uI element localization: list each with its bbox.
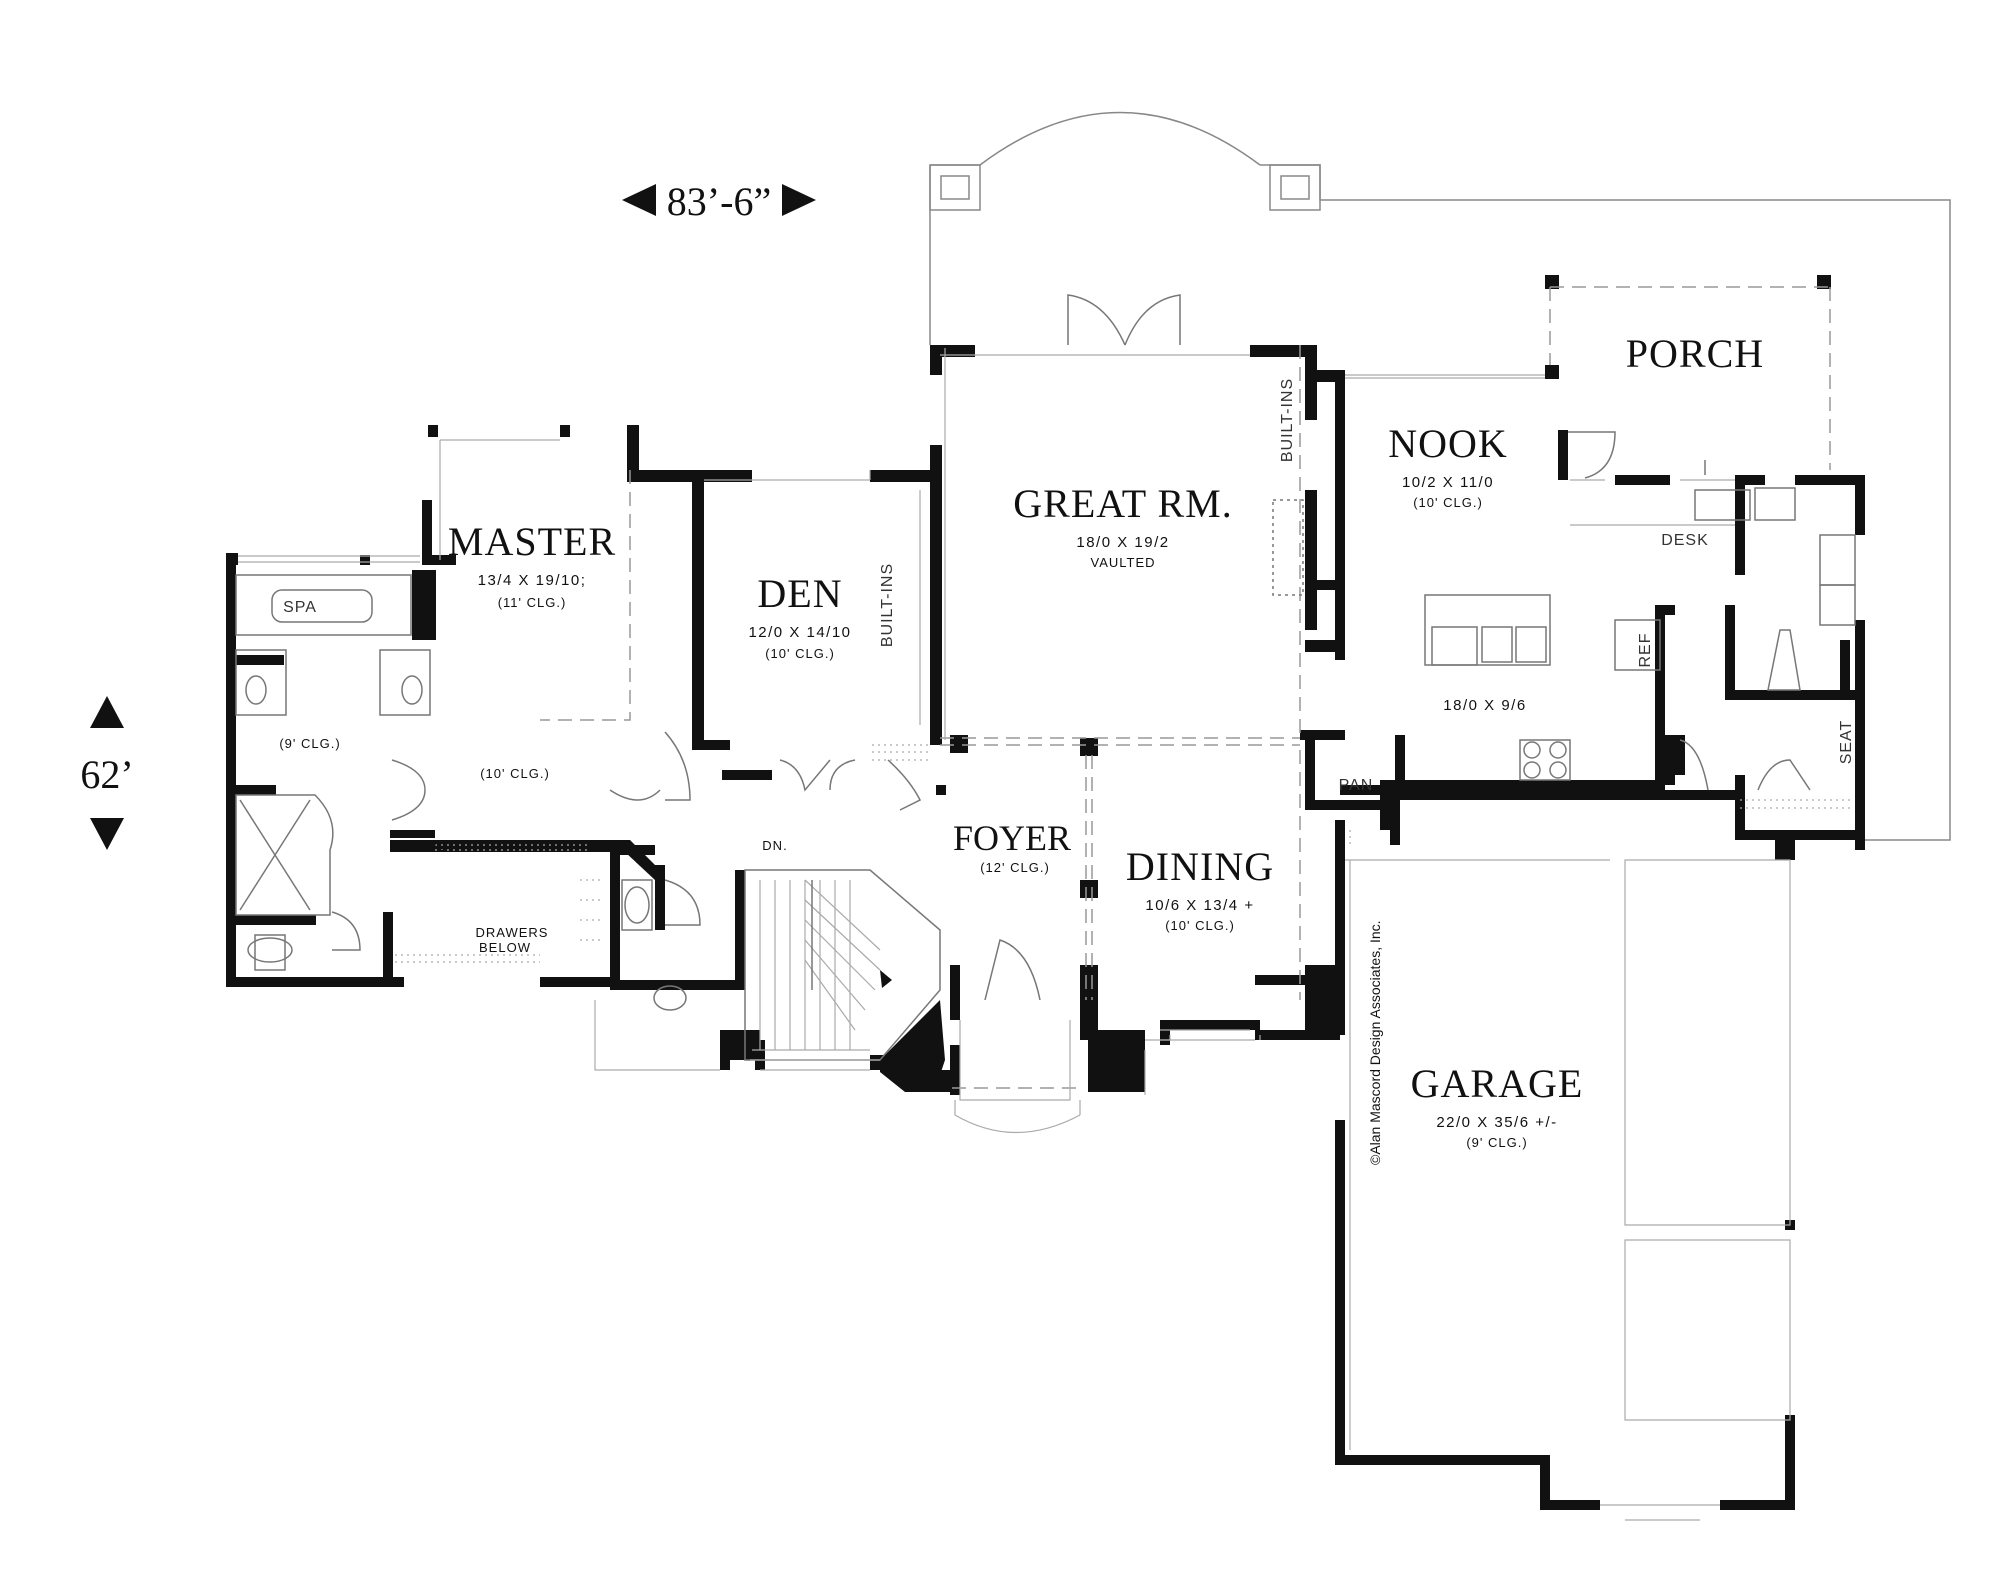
room-ceiling: (11' CLG.) — [498, 595, 567, 610]
fixtures — [235, 487, 1856, 1011]
room-ceiling: VAULTED — [1090, 555, 1155, 570]
room-dining: DINING 10/6 X 13/4 + (10' CLG.) — [1126, 844, 1274, 933]
room-name: FOYER — [953, 818, 1071, 858]
arrow-down-icon — [90, 818, 124, 850]
room-porch: PORCH — [1626, 331, 1764, 376]
hall-ceiling: (10' CLG.) — [480, 766, 550, 781]
walls — [226, 275, 1865, 1510]
room-name: GREAT RM. — [1013, 481, 1232, 526]
patio-outline — [929, 111, 1951, 841]
room-size: 13/4 X 19/10; — [478, 572, 587, 589]
stairs — [744, 869, 941, 1061]
closet-shelving — [395, 744, 1850, 963]
room-den: DEN 12/0 X 14/10 (10' CLG.) — [748, 571, 851, 661]
below-label: BELOW — [479, 940, 531, 955]
arrow-left-icon — [622, 184, 656, 216]
room-ceiling: (10' CLG.) — [1165, 918, 1235, 933]
pan-label: PAN — [1339, 777, 1374, 794]
built-ins-great-label: BUILT-INS — [1279, 378, 1296, 462]
room-name: NOOK — [1388, 421, 1508, 466]
thin-lines — [238, 286, 1831, 1089]
arrow-up-icon — [90, 696, 124, 728]
room-ceiling: (12' CLG.) — [980, 860, 1050, 875]
garage-bays — [1345, 859, 1791, 1521]
spa-tub — [235, 574, 412, 636]
ref-label: REF — [1637, 633, 1654, 668]
room-name: PORCH — [1626, 331, 1764, 376]
room-name: DINING — [1126, 844, 1274, 889]
room-nook: NOOK 10/2 X 11/0 (10' CLG.) — [1388, 421, 1508, 510]
built-ins-den-label: BUILT-INS — [879, 563, 896, 647]
stair-down-label: DN. — [762, 838, 787, 853]
room-size: 10/6 X 13/4 + — [1145, 897, 1254, 914]
room-size: 10/2 X 11/0 — [1402, 474, 1494, 491]
island — [1424, 594, 1551, 666]
room-ceiling: (10' CLG.) — [1413, 495, 1483, 510]
width-label: 83’-6” — [667, 179, 771, 224]
drawers-label: DRAWERS — [476, 925, 549, 940]
room-ceiling: (9' CLG.) — [1466, 1135, 1527, 1150]
shlvs-label: SHLVS — [401, 839, 448, 854]
seat-label: SEAT — [1838, 720, 1855, 765]
shower — [235, 794, 334, 916]
room-ceiling: (10' CLG.) — [765, 646, 835, 661]
annotations: SPA BUILT-INS BUILT-INS DESK REF SEAT PA… — [283, 378, 1855, 1165]
room-name: DEN — [757, 571, 842, 616]
arrow-right-icon — [782, 184, 816, 216]
room-size: 18/0 X 9/6 — [1443, 697, 1526, 714]
depth-dimension: 62’ — [80, 696, 134, 850]
room-size: 18/0 X 19/2 — [1076, 534, 1169, 551]
width-dimension: 83’-6” — [622, 179, 816, 224]
room-size: 22/0 X 35/6 +/- — [1436, 1114, 1557, 1131]
stair-arrow-icon — [880, 970, 892, 988]
room-name: MASTER — [448, 519, 616, 564]
spa-label: SPA — [283, 599, 317, 616]
desk-label: DESK — [1661, 532, 1709, 549]
copyright-credit: ©Alan Mascord Design Associates, Inc. — [1367, 920, 1383, 1165]
room-great: GREAT RM. 18/0 X 19/2 VAULTED — [1013, 481, 1232, 570]
room-garage: GARAGE 22/0 X 35/6 +/- (9' CLG.) — [1411, 1061, 1584, 1150]
room-foyer: FOYER (12' CLG.) — [953, 818, 1071, 875]
depth-label: 62’ — [80, 752, 133, 797]
room-kitchen: 18/0 X 9/6 — [1443, 697, 1526, 714]
room-master: MASTER 13/4 X 19/10; (11' CLG.) — [448, 519, 616, 610]
bath-ceiling: (9' CLG.) — [279, 736, 340, 751]
doors — [331, 294, 1811, 1001]
room-name: GARAGE — [1411, 1061, 1584, 1106]
room-size: 12/0 X 14/10 — [748, 624, 851, 641]
front-entry — [594, 1000, 1261, 1134]
